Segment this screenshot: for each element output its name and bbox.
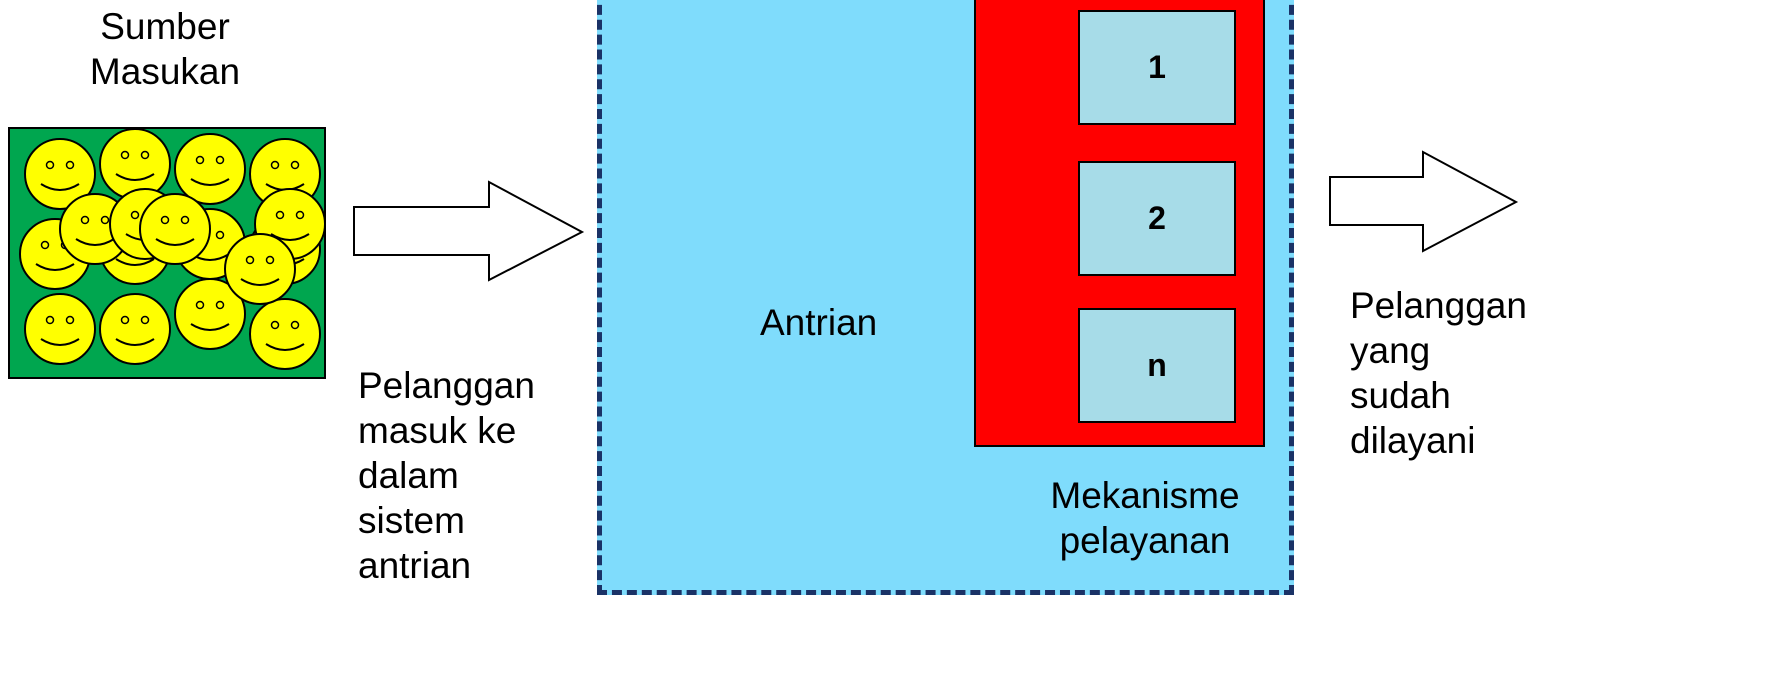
arrow-into-system-icon [353,180,585,282]
entering-customers-label: Pelanggan masuk ke dalam sistem antrian [358,365,535,586]
smiley-face-icon [174,133,246,205]
smiley-face-icon [249,298,321,370]
smiley-face-icon [24,138,96,210]
served-customers-label: Pelanggan yang sudah dilayani [1350,285,1527,461]
smiley-face-icon [224,233,296,305]
server-1: 1 [1078,10,1236,125]
queue-label: Antrian [760,302,878,343]
smiley-face-icon [99,293,171,365]
customer-source-box [8,127,326,379]
smiley-face-icon [24,293,96,365]
smiley-face-icon [174,278,246,350]
customer-faces [19,129,324,370]
smiley-face-icon [99,129,171,200]
server-2: 2 [1078,161,1236,276]
smiley-face-icon [139,193,211,265]
arrow-out-of-system-icon [1329,150,1519,253]
service-mechanism-label: Mekanisme pelayanan [1050,475,1240,561]
server-n: n [1078,308,1236,423]
source-title: Sumber Masukan [89,6,241,92]
